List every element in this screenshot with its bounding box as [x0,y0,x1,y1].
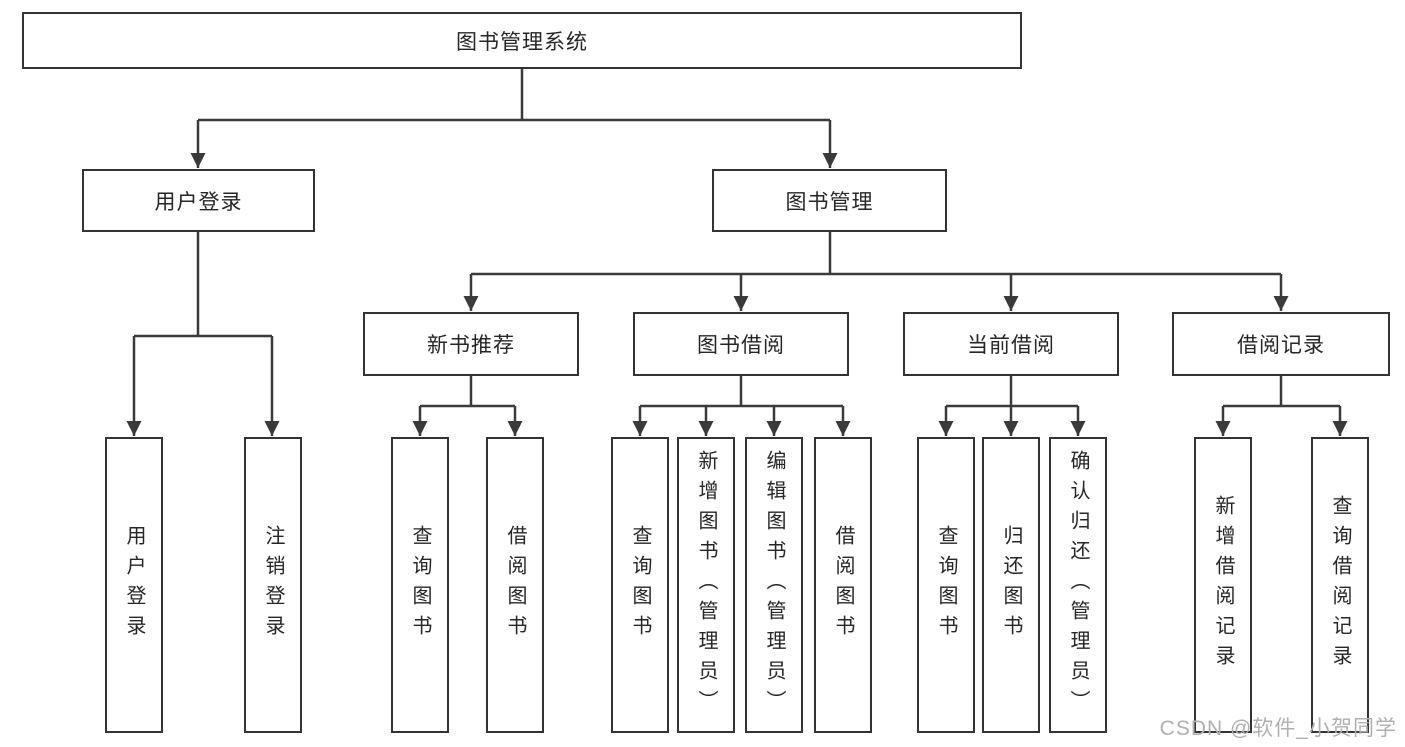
node-label: 查询图书 [935,525,957,645]
leaf-query-books-1: 查询图书 [391,437,449,733]
node-label: 用户登录 [154,190,243,214]
node-label: 新增借阅记录 [1212,495,1234,675]
node-label: 查询借阅记录 [1329,495,1351,675]
node-label: 借阅图书 [832,525,854,645]
leaf-borrow-books-1: 借阅图书 [486,437,544,733]
node-label: 当前借阅 [967,334,1055,357]
node-label: 编辑图书（管理员） [763,450,785,720]
node-label: 注销登录 [262,525,284,645]
node-label: 用户登录 [123,525,145,645]
leaf-query-books-2: 查询图书 [611,437,669,733]
leaf-query-books-3: 查询图书 [917,437,975,733]
leaf-confirm-return-admin: 确认归还（管理员） [1049,437,1107,733]
node-book-management: 图书管理 [712,169,947,232]
node-label: 确认归还（管理员） [1067,450,1089,720]
leaf-logout-login: 注销登录 [244,437,302,733]
node-label: 新书推荐 [427,334,515,357]
node-label: 图书管理系统 [456,30,588,54]
node-label: 图书管理 [785,190,874,214]
leaf-return-books: 归还图书 [982,437,1040,733]
leaf-user-login: 用户登录 [105,437,163,733]
node-label: 查询图书 [409,525,431,645]
node-label: 借阅图书 [504,525,526,645]
leaf-add-borrow-record: 新增借阅记录 [1194,437,1252,733]
node-label: 新增图书（管理员） [695,450,717,720]
node-book-borrow: 图书借阅 [633,312,849,376]
node-borrow-records: 借阅记录 [1172,312,1390,376]
watermark: CSDN @软件_小贺同学 [1159,717,1397,740]
node-label: 借阅记录 [1237,334,1325,357]
node-user-login: 用户登录 [82,169,315,232]
node-label: 查询图书 [629,525,651,645]
node-library-management-system: 图书管理系统 [22,12,1022,69]
leaf-edit-books-admin: 编辑图书（管理员） [745,437,803,733]
node-label: 图书借阅 [697,334,785,357]
leaf-query-borrow-record: 查询借阅记录 [1311,437,1369,733]
node-current-borrow: 当前借阅 [903,312,1119,376]
leaf-borrow-books-2: 借阅图书 [814,437,872,733]
leaf-add-books-admin: 新增图书（管理员） [677,437,735,733]
node-label: 归还图书 [1000,525,1022,645]
node-new-book-recommend: 新书推荐 [363,312,579,376]
